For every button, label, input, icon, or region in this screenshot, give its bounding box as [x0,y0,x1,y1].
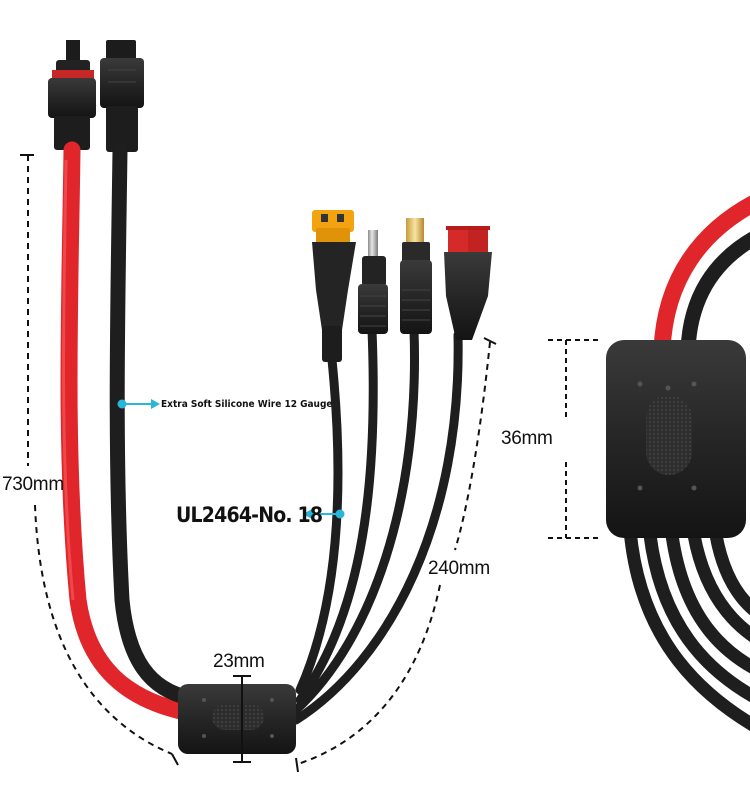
mc4-connector-pair [48,40,144,152]
pointer-wire-spec [117,399,160,409]
anderson-powerpole-connector [444,226,492,340]
dc-barrel-connector-large [400,218,432,334]
splitter-hub [178,684,296,754]
dimension-line-730 [20,154,179,766]
dc-barrel-connector-small [358,230,388,334]
dimension-line-23 [233,675,251,763]
branch-length-label: 240mm [428,558,490,579]
red-wire [60,141,194,721]
dimension-line-36 [548,339,600,539]
closeup-hub-height-label: 36mm [501,428,553,449]
hub-width-label: 23mm [213,651,265,672]
pointer-ul-spec [303,509,345,519]
wire-spec-label: Extra Soft Silicone Wire 12 Gauge [161,399,333,410]
xt60-connector [312,210,356,362]
black-wire [109,142,198,706]
branch-wires [291,325,463,725]
closeup-hub-view [606,195,750,731]
dimension-line-240 [295,337,497,773]
branch-wire-spec-label: UL2464-No. 18 [176,503,323,527]
total-length-label: 730mm [2,474,64,495]
